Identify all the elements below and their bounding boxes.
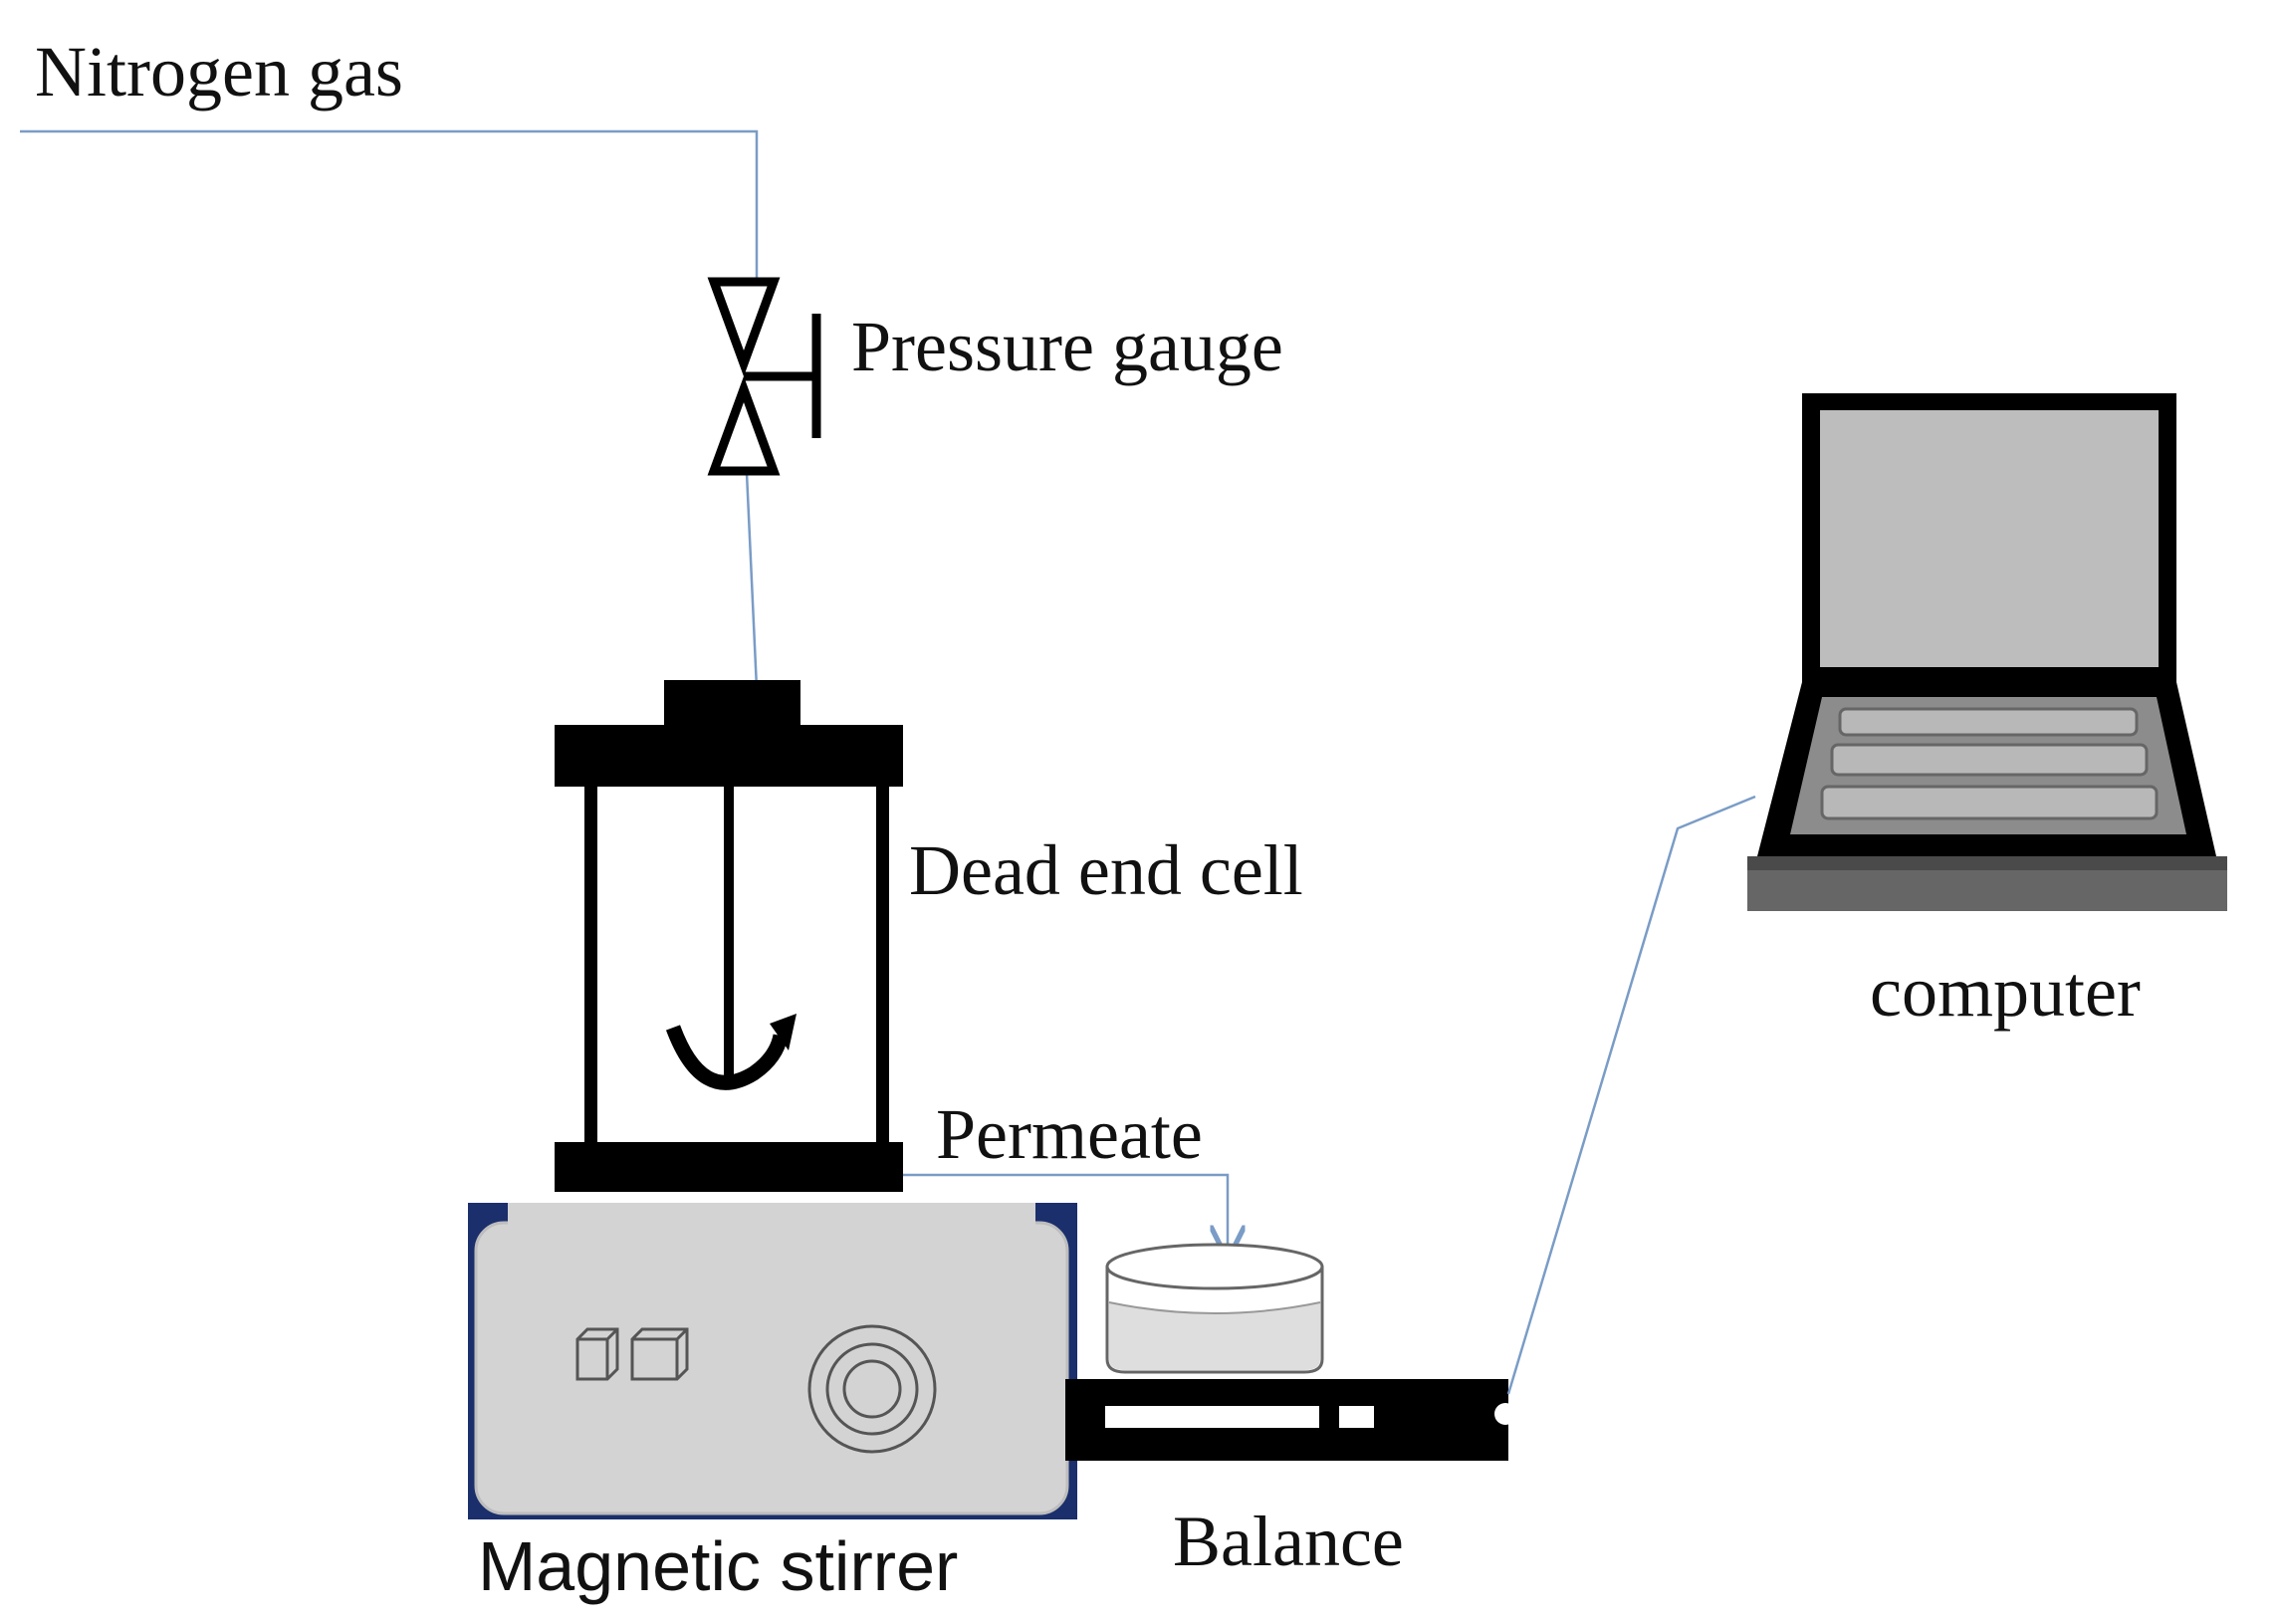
dead-end-cell-label: Dead end cell bbox=[909, 830, 1303, 910]
magnetic-stirrer-label: Magnetic stirrer bbox=[478, 1527, 959, 1605]
computer-label: computer bbox=[1870, 952, 2141, 1032]
data-cable bbox=[1506, 795, 1756, 1395]
permeate-beaker bbox=[1105, 1243, 1324, 1374]
nitrogen-line bbox=[20, 129, 759, 282]
permeate-label: Permeate bbox=[936, 1094, 1203, 1174]
balance bbox=[1065, 1379, 1516, 1461]
permeate-line bbox=[903, 1173, 1228, 1257]
pressure-gauge-label: Pressure gauge bbox=[851, 307, 1283, 386]
magnetic-stirrer bbox=[468, 1203, 1077, 1519]
balance-label: Balance bbox=[1173, 1502, 1404, 1581]
laptop-computer-icon bbox=[1747, 393, 2227, 911]
stirrer-buttons-icon bbox=[575, 1327, 689, 1381]
dead-end-cell bbox=[555, 680, 903, 1192]
nitrogen-gas-label: Nitrogen gas bbox=[35, 32, 403, 112]
rotation-arrow-icon bbox=[665, 1014, 797, 1090]
pressure-gauge-valve-icon bbox=[707, 277, 821, 476]
stirrer-dial-icon bbox=[807, 1324, 937, 1454]
